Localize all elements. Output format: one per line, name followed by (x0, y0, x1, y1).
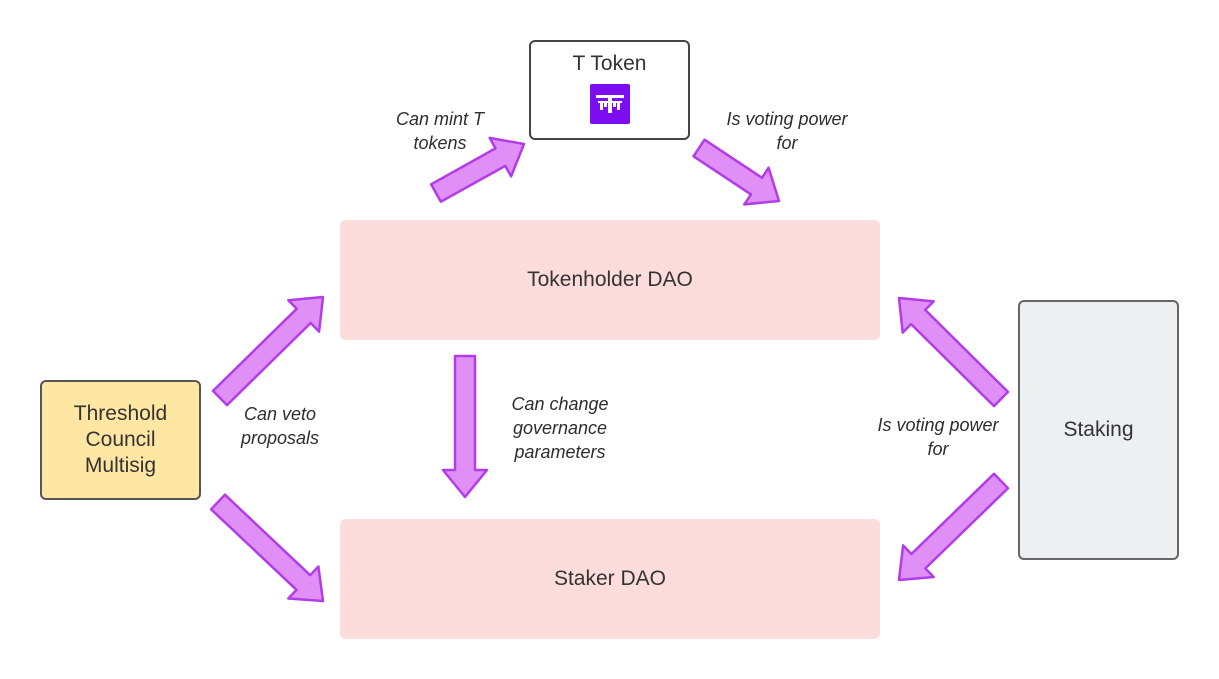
arrow-tokenholder-to-staker (441, 354, 489, 499)
threshold-t-logo-icon (589, 84, 630, 124)
edge-label-change-governance: Can change governance parameters (511, 394, 609, 462)
arrow-staking-to-tokenholder (897, 296, 1010, 408)
edge-label-voting-power-top: Is voting power for (726, 109, 848, 153)
edge-label-mint: Can mint T tokens (395, 109, 485, 153)
tokenholder-dao-label: Tokenholder DAO (527, 268, 693, 291)
arrow-council-to-tokenholder (211, 295, 325, 407)
edge-label-voting-power-right: Is voting power for (877, 415, 999, 459)
t-token-label: T Token (572, 52, 647, 75)
threshold-council-node: Threshold Council Multisig (40, 380, 201, 500)
arrow-t-token-to-tokenholder (692, 138, 781, 206)
threshold-council-label: Threshold Council Multisig (73, 402, 168, 477)
edge-label-veto: Can veto proposals (240, 404, 320, 448)
staker-dao-node: Staker DAO (340, 519, 880, 639)
t-token-node: T Token (529, 40, 690, 140)
staking-label: Staking (1063, 418, 1134, 441)
staker-dao-label: Staker DAO (553, 567, 667, 590)
staking-node: Staking (1018, 300, 1179, 560)
arrow-tokenholder-to-t-token (429, 136, 526, 203)
tokenholder-dao-node: Tokenholder DAO (340, 220, 880, 340)
arrow-staking-to-staker (897, 472, 1010, 582)
arrow-council-to-staker (209, 493, 325, 603)
